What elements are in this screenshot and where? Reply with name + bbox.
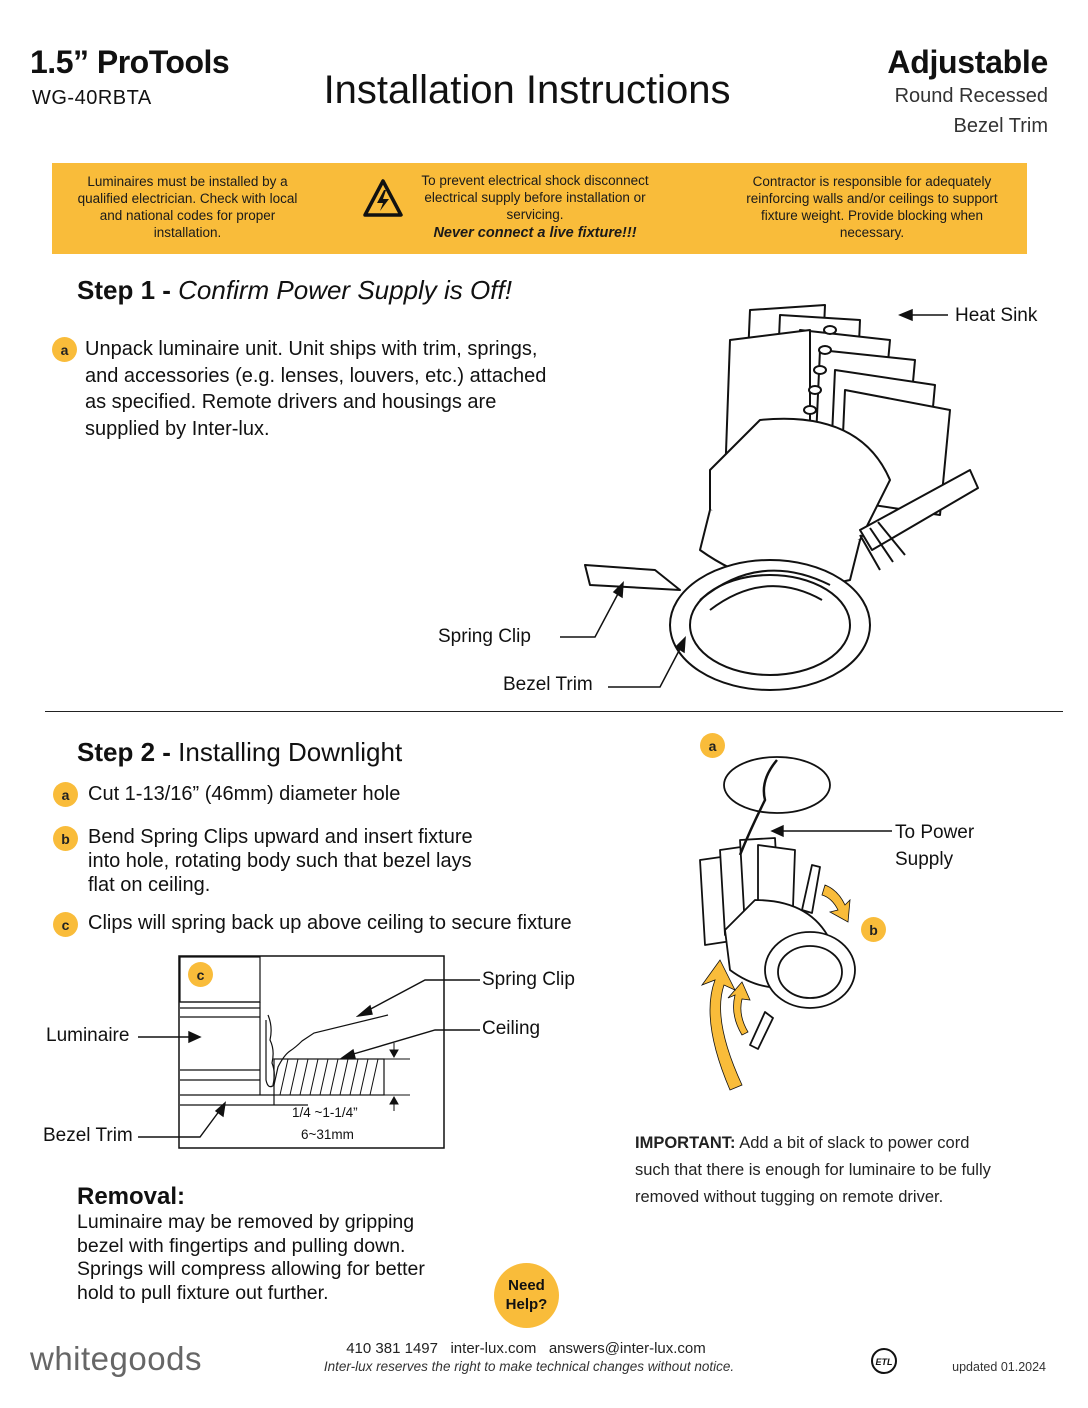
step2-text-c: Clips will spring back up above ceiling … <box>88 912 572 934</box>
step2-badge-c: c <box>53 912 78 937</box>
diagram-label-bezel-trim: Bezel Trim <box>43 1125 133 1146</box>
need-help-badge[interactable]: Need Help? <box>494 1263 559 1328</box>
section-divider <box>45 711 1063 712</box>
diagram-leaders <box>138 979 480 1138</box>
type-title: Adjustable <box>887 44 1048 80</box>
product-code: WG-40RBTA <box>32 87 152 109</box>
type-line-2: Bezel Trim <box>953 115 1048 137</box>
label-bezel-trim: Bezel Trim <box>503 674 593 695</box>
label-to-power-supply: To Power Supply <box>895 822 975 870</box>
diagram-label-spring-clip: Spring Clip <box>482 969 575 990</box>
whitegoods-logo: whitegoods <box>30 1340 202 1377</box>
step1-text-a: Unpack luminaire unit. Unit ships with t… <box>85 338 547 440</box>
diagram-label-ceiling: Ceiling <box>482 1018 541 1039</box>
step2-badge-b: b <box>53 826 78 851</box>
banner-live-fixture-warning: Never connect a live fixture!!! <box>433 225 637 241</box>
step2-text-a: Cut 1-13/16” (46mm) diameter hole <box>88 783 401 805</box>
important-note: IMPORTANT: Add a bit of slack to power c… <box>635 1134 991 1206</box>
high-voltage-warning-icon <box>363 179 403 217</box>
product-title: 1.5” ProTools <box>30 44 230 80</box>
figure-badge-a: a <box>700 733 725 758</box>
etl-certification-icon: ETL <box>871 1348 897 1374</box>
banner-contractor-note: Contractor is responsible for adequately… <box>746 174 998 240</box>
banner-shock-note: To prevent electrical shock disconnect e… <box>404 172 666 242</box>
label-heat-sink: Heat Sink <box>955 305 1038 326</box>
step2-heading: Step 2 - Installing Downlight <box>77 737 403 767</box>
footer-contact: 410 381 1497 inter-lux.com answers@inter… <box>346 1340 706 1357</box>
banner-electrician-note: Luminaires must be installed by a qualif… <box>77 174 298 240</box>
step1-heading: Step 1 - Confirm Power Supply is Off! <box>77 275 512 305</box>
diagram-badge-c: c <box>188 962 213 987</box>
label-spring-clip: Spring Clip <box>438 626 531 647</box>
fixture-illustration <box>560 304 979 691</box>
type-line-1: Round Recessed <box>894 85 1048 107</box>
step2-badge-a: a <box>53 782 78 807</box>
removal-heading: Removal: <box>77 1183 186 1210</box>
removal-text: Luminaire may be removed by gripping bez… <box>77 1211 425 1304</box>
product-type: Adjustable Round Recessed Bezel Trim <box>887 44 1048 141</box>
diagram-label-luminaire: Luminaire <box>46 1025 130 1046</box>
dimension-metric: 6~31mm <box>301 1127 354 1142</box>
footer-disclaimer: Inter-lux reserves the right to make tec… <box>323 1359 735 1374</box>
step1-badge-a: a <box>52 337 77 362</box>
dimension-imperial: 1/4 ~1-1/4” <box>292 1105 358 1120</box>
svg-text:ETL: ETL <box>876 1357 893 1367</box>
warning-banner: Luminaires must be installed by a qualif… <box>52 163 1027 254</box>
installation-figure <box>699 756 892 1091</box>
document-title: Installation Instructions <box>323 68 731 112</box>
figure-badge-b: b <box>861 917 886 942</box>
updated-date: updated 01.2024 <box>952 1360 1046 1374</box>
step2-text-b: Bend Spring Clips upward and insert fixt… <box>88 826 473 896</box>
